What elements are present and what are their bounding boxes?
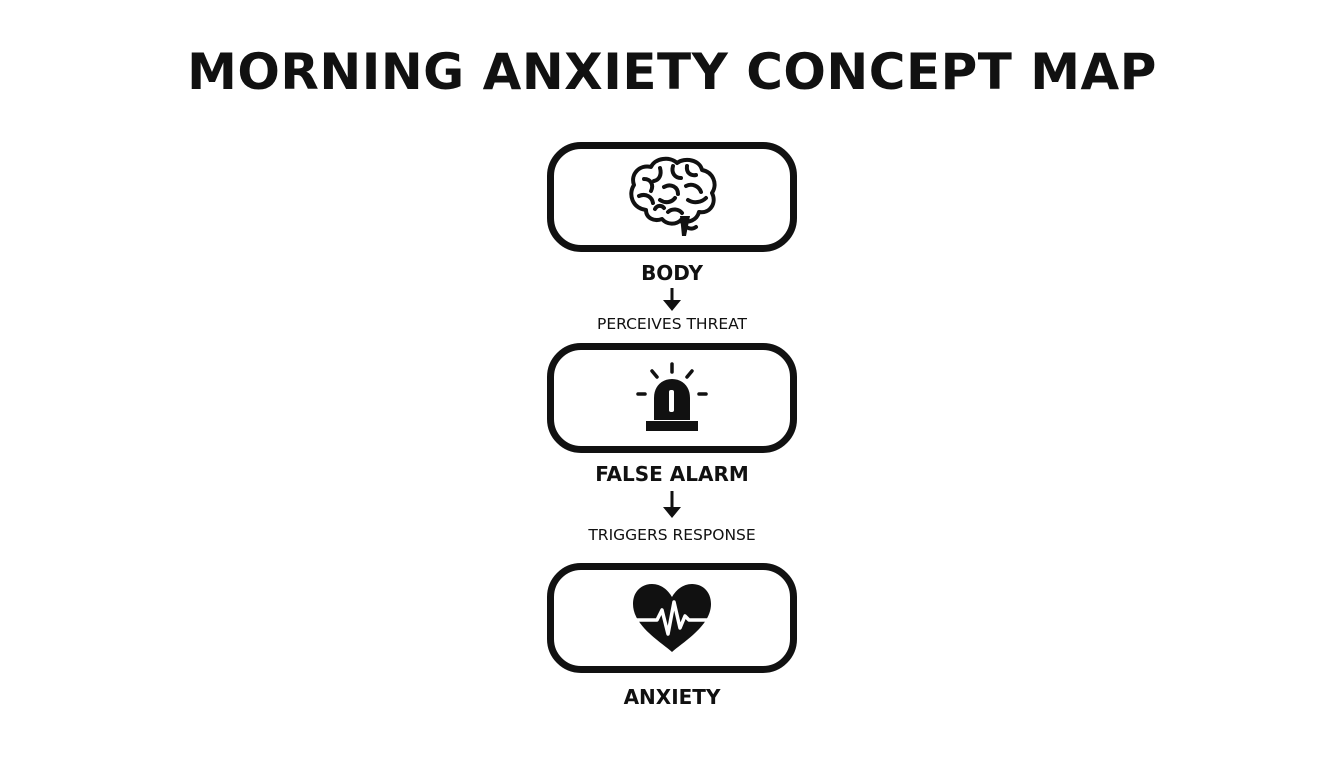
- arrow-down-icon: [663, 491, 681, 518]
- node-anxiety-label: ANXIETY: [623, 685, 721, 709]
- edge-label-perceives-threat: PERCEIVES THREAT: [596, 315, 748, 333]
- node-anxiety-box: [547, 563, 797, 673]
- node-body-box: [547, 142, 797, 252]
- connector-arrow-1: [660, 287, 684, 313]
- edge-label-triggers-response: TRIGGERS RESPONSE: [588, 526, 756, 544]
- node-false-alarm-label: FALSE ALARM: [595, 462, 749, 486]
- alarm-siren-icon: [636, 362, 708, 431]
- node-false-alarm-box: [547, 343, 797, 453]
- brain-icon: [629, 156, 717, 236]
- connector-arrow-2: [660, 490, 684, 520]
- arrow-down-icon: [663, 288, 681, 311]
- node-body-label: BODY: [641, 261, 703, 285]
- heart-pulse-icon: [633, 584, 711, 652]
- page-title: MORNING ANXIETY CONCEPT MAP: [187, 43, 1157, 101]
